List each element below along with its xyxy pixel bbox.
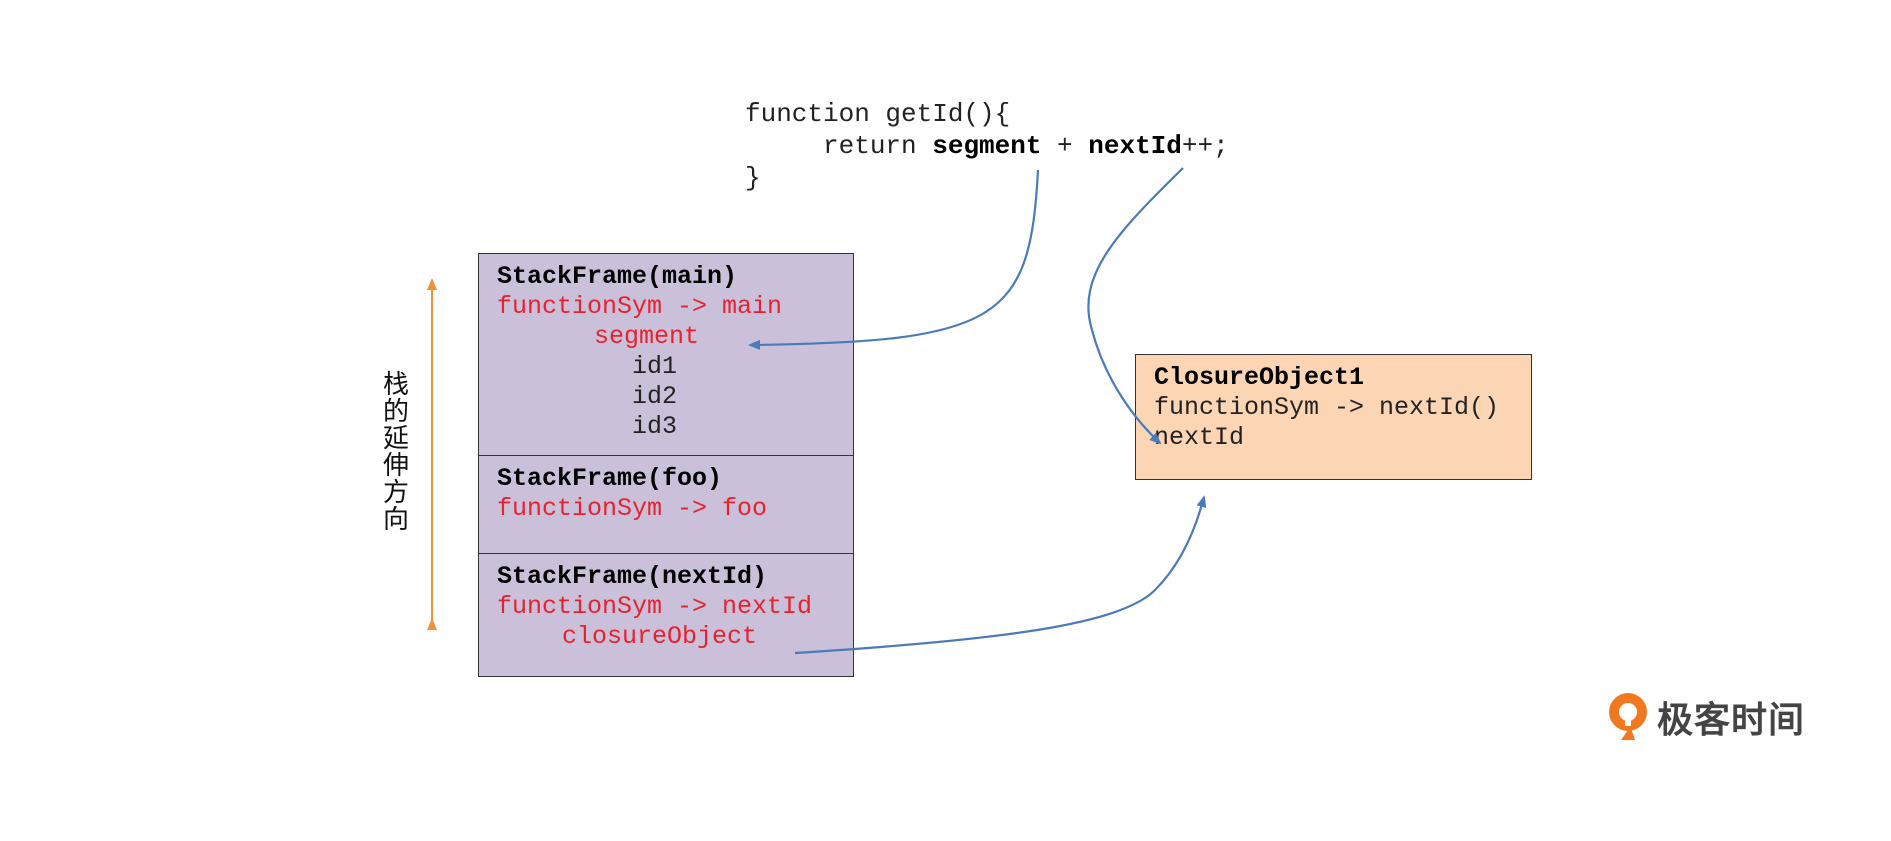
closure-object-box: ClosureObject1 functionSym -> nextId() n… bbox=[1135, 354, 1532, 480]
code-snippet: function getId(){ return segment + nextI… bbox=[745, 98, 1229, 194]
stack-frame-title: StackFrame(main) bbox=[497, 262, 738, 291]
stack-frame-title: StackFrame(foo) bbox=[497, 464, 723, 493]
function-sym: functionSym -> main bbox=[497, 292, 783, 321]
segment-reference-arrow bbox=[748, 169, 1040, 350]
code-suffix: ++; bbox=[1181, 131, 1229, 161]
closure-object-var: closureObject bbox=[562, 622, 758, 651]
code-line-1: function getId(){ bbox=[745, 99, 1011, 129]
id3-var: id3 bbox=[632, 412, 678, 441]
geekbang-logo: 极客时间 bbox=[1605, 690, 1805, 744]
closure-reference-arrow bbox=[794, 495, 1207, 655]
geekbang-logo-text: 极客时间 bbox=[1657, 700, 1806, 741]
nextid-reference-arrow bbox=[1087, 167, 1184, 445]
code-segment-var: segment bbox=[932, 131, 1042, 161]
function-sym: functionSym -> nextId bbox=[497, 592, 813, 621]
closure-function-sym: functionSym -> nextId() bbox=[1154, 393, 1500, 422]
code-plus: + bbox=[1041, 131, 1089, 161]
segment-var: segment bbox=[594, 322, 700, 351]
stack-frame-title: StackFrame(nextId) bbox=[497, 562, 768, 591]
code-line-3: } bbox=[745, 163, 761, 193]
code-nextid-var: nextId bbox=[1088, 131, 1182, 161]
stack-frame-main: StackFrame(main) functionSym -> main seg… bbox=[478, 253, 854, 456]
geekbang-logo-icon bbox=[1609, 693, 1647, 740]
closure-object-title: ClosureObject1 bbox=[1154, 363, 1365, 392]
id1-var: id1 bbox=[632, 352, 678, 381]
stack-frame-nextid: StackFrame(nextId) functionSym -> nextId… bbox=[478, 553, 854, 677]
stack-growth-label: 栈的延伸方向 bbox=[382, 370, 409, 535]
code-line-2: return segment + nextId++; bbox=[745, 131, 1229, 161]
id2-var: id2 bbox=[632, 382, 678, 411]
function-sym: functionSym -> foo bbox=[497, 494, 768, 523]
code-return-keyword: return bbox=[823, 131, 933, 161]
stack-frame-foo: StackFrame(foo) functionSym -> foo bbox=[478, 455, 854, 554]
closure-nextid-var: nextId bbox=[1154, 423, 1245, 452]
